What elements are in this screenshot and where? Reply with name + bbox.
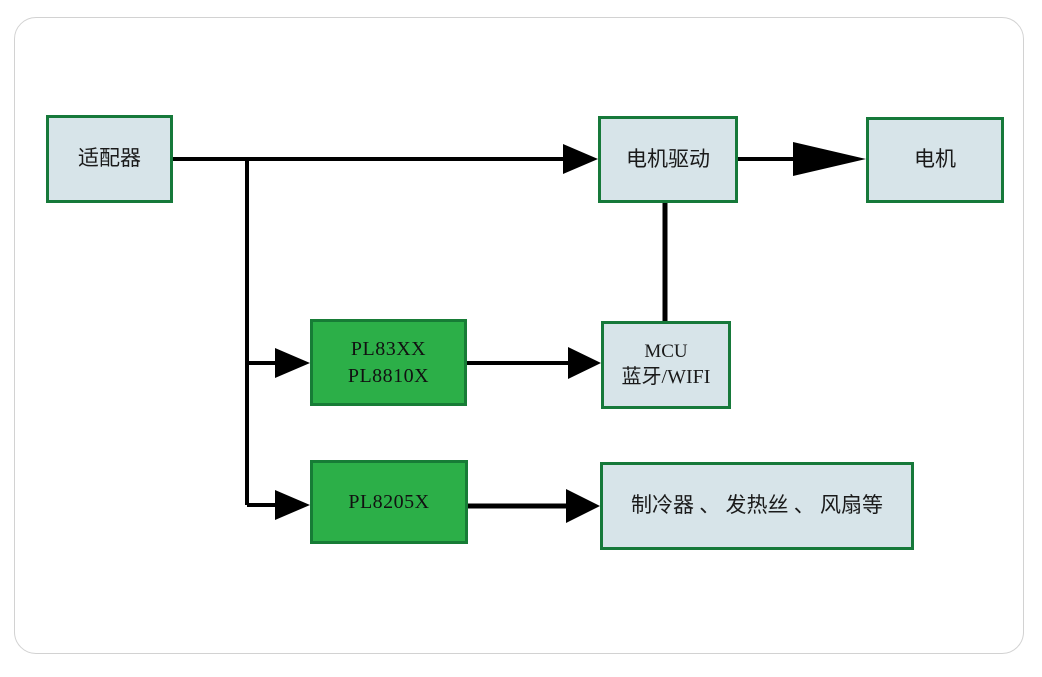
node-mcu-label-line1: MCU	[644, 341, 688, 363]
arrowhead-into-motor-drive	[563, 144, 598, 174]
node-pl83xx-label-line1: PL83XX	[350, 338, 427, 361]
node-motor[interactable]: 电机	[866, 117, 1004, 203]
arrowhead-into-pl8205x	[275, 490, 310, 520]
node-mcu-label-line2: 蓝牙/WIFI	[621, 366, 711, 389]
node-loads[interactable]: 制冷器 、 发热丝 、 风扇等	[600, 462, 914, 550]
arrowhead-into-mcu	[568, 347, 601, 379]
node-adapter-label: 适配器	[78, 146, 141, 171]
node-motor-label: 电机	[914, 147, 956, 172]
node-pl83xx-label-line2: PL8810X	[347, 364, 430, 387]
arrowhead-into-pl83xx	[275, 348, 310, 378]
node-pl8205x-label: PL8205X	[348, 490, 430, 513]
arrowhead-into-motor	[793, 142, 866, 176]
node-mcu[interactable]: MCU 蓝牙/WIFI	[601, 321, 731, 409]
arrowhead-into-loads	[566, 489, 600, 523]
node-loads-label: 制冷器 、 发热丝 、 风扇等	[631, 493, 883, 518]
node-pl8205x[interactable]: PL8205X	[310, 460, 468, 544]
node-motor-drive-label: 电机驱动	[626, 146, 710, 171]
node-pl83xx[interactable]: PL83XX PL8810X	[310, 319, 467, 406]
node-motor-drive[interactable]: 电机驱动	[598, 116, 738, 203]
node-adapter[interactable]: 适配器	[46, 115, 173, 203]
